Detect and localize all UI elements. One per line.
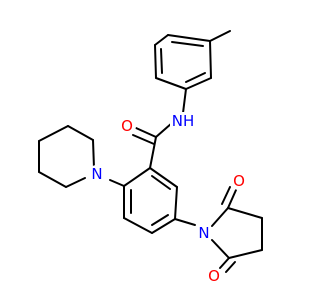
bond-nh-carbonyl [155, 122, 173, 138]
bond-pip-3 [38, 125, 69, 142]
bond-carbonyl-o [135, 127, 157, 138]
molecule-canvas: O NH N N O O [38, 30, 263, 285]
atom-amide-oxygen: O [118, 117, 136, 135]
atom-label-imide-nitrogen: N [198, 224, 209, 242]
atom-imide-oxygen-bottom: O [205, 267, 223, 285]
bond-methyl [209, 30, 231, 42]
atom-imide-oxygen-top: O [230, 172, 248, 190]
atom-label-imide-oxygen-bottom: O [208, 267, 220, 285]
bond-pip-5 [38, 171, 67, 188]
bond-tolyl-5-inner [160, 48, 163, 74]
bond-tolyl-4 [155, 77, 187, 90]
bond-ring-imide-n [174, 218, 196, 226]
bond-imide-5 [211, 239, 230, 259]
bond-tolyl-nh [182, 88, 187, 114]
bond-tolyl-3-inner [185, 72, 206, 83]
bond-ring-3 [151, 218, 176, 234]
atoms: O NH N N O O [88, 112, 248, 285]
bond-imide-2 [227, 207, 263, 219]
bond-imide-co-top-double [221, 186, 231, 205]
bond-carbonyl-o-double [132, 134, 155, 145]
atom-amide-nitrogen: NH [170, 112, 196, 130]
bond-ring-1 [149, 167, 178, 188]
bond-imide-co-bottom-double [225, 261, 236, 273]
bond-ring-4 [123, 217, 153, 234]
bond-ring-pip-n [109, 179, 125, 187]
atom-piperidine-nitrogen: N [88, 165, 106, 183]
bond-tolyl-2 [209, 40, 212, 79]
atom-label-piperidine-nitrogen: N [91, 165, 102, 183]
bond-tolyl-6 [154, 34, 169, 46]
bond-tolyl-5 [154, 44, 157, 79]
bond-tolyl-3 [185, 77, 212, 90]
bond-pip-6 [65, 177, 86, 188]
bond-tolyl-1 [167, 34, 211, 42]
atom-imide-nitrogen: N [195, 224, 213, 242]
bonds [38, 30, 263, 273]
bond-carbonyl-ring [149, 136, 157, 169]
bond-imide-4 [228, 249, 263, 259]
atom-label-amide-oxygen: O [121, 117, 133, 135]
bond-tolyl-1-inner [171, 41, 204, 47]
bond-pip-1 [92, 139, 95, 169]
bond-ring-3-inner [151, 214, 169, 226]
molecule-structure: O NH N N O O [38, 30, 263, 285]
bond-pip-2 [67, 125, 94, 141]
bond-imide-co-bottom [219, 257, 230, 269]
bond-ring-6 [123, 167, 151, 187]
bond-imide-co-top [227, 189, 237, 209]
bond-ring-2 [174, 186, 178, 220]
bond-ring-1-inner [151, 175, 171, 190]
bond-imide-1 [211, 207, 229, 227]
atom-label-amide-nitrogen: NH [172, 112, 195, 130]
atom-label-imide-oxygen-top: O [233, 172, 245, 190]
